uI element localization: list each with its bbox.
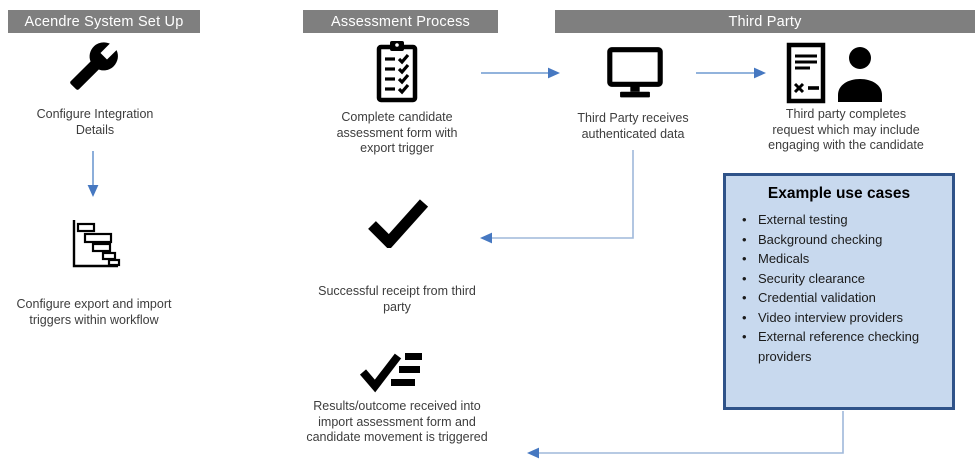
use-case-item: Medicals [741, 249, 946, 269]
document-icon [786, 42, 826, 104]
caption-third-party-receives: Third Party receives authenticated data [577, 111, 689, 141]
arrow-clipboard-to-monitor [481, 67, 560, 79]
example-use-cases-box: Example use cases External testingBackgr… [723, 173, 955, 410]
use-cases-list: External testingBackground checkingMedic… [741, 210, 946, 366]
caption-third-party-completes: Third party completes request which may … [768, 107, 924, 153]
use-case-item: Credential validation [741, 288, 946, 308]
caption-configure-triggers: Configure export and import triggers wit… [16, 297, 172, 327]
monitor-icon [605, 46, 665, 102]
elbow-usecases-to-results [527, 411, 844, 459]
header-third-party: Third Party [555, 10, 975, 33]
header-acendre-system-setup: Acendre System Set Up [8, 10, 200, 33]
use-case-item: External reference checking providers [741, 327, 946, 366]
use-case-item: Background checking [741, 230, 946, 250]
arrow-configure-down [87, 151, 99, 197]
elbow-monitor-to-checkmark [480, 150, 634, 244]
checkmark-with-lines-icon [358, 344, 434, 398]
clipboard-checklist-icon [374, 39, 420, 105]
caption-results-outcome: Results/outcome received into import ass… [306, 399, 488, 445]
use-case-item: External testing [741, 210, 946, 230]
caption-complete-form: Complete candidate assessment form with … [336, 110, 458, 156]
person-icon [834, 45, 886, 103]
wrench-icon [67, 40, 121, 92]
caption-successful-receipt: Successful receipt from third party [318, 284, 476, 314]
arrow-monitor-to-thirdparty [696, 67, 766, 79]
gantt-chart-icon [60, 212, 124, 276]
use-cases-title: Example use cases [767, 185, 911, 202]
checkmark-icon [366, 196, 430, 248]
caption-configure-integration: Configure Integration Details [36, 107, 154, 137]
use-case-item: Security clearance [741, 269, 946, 289]
use-case-item: Video interview providers [741, 308, 946, 328]
header-assessment-process: Assessment Process [303, 10, 498, 33]
